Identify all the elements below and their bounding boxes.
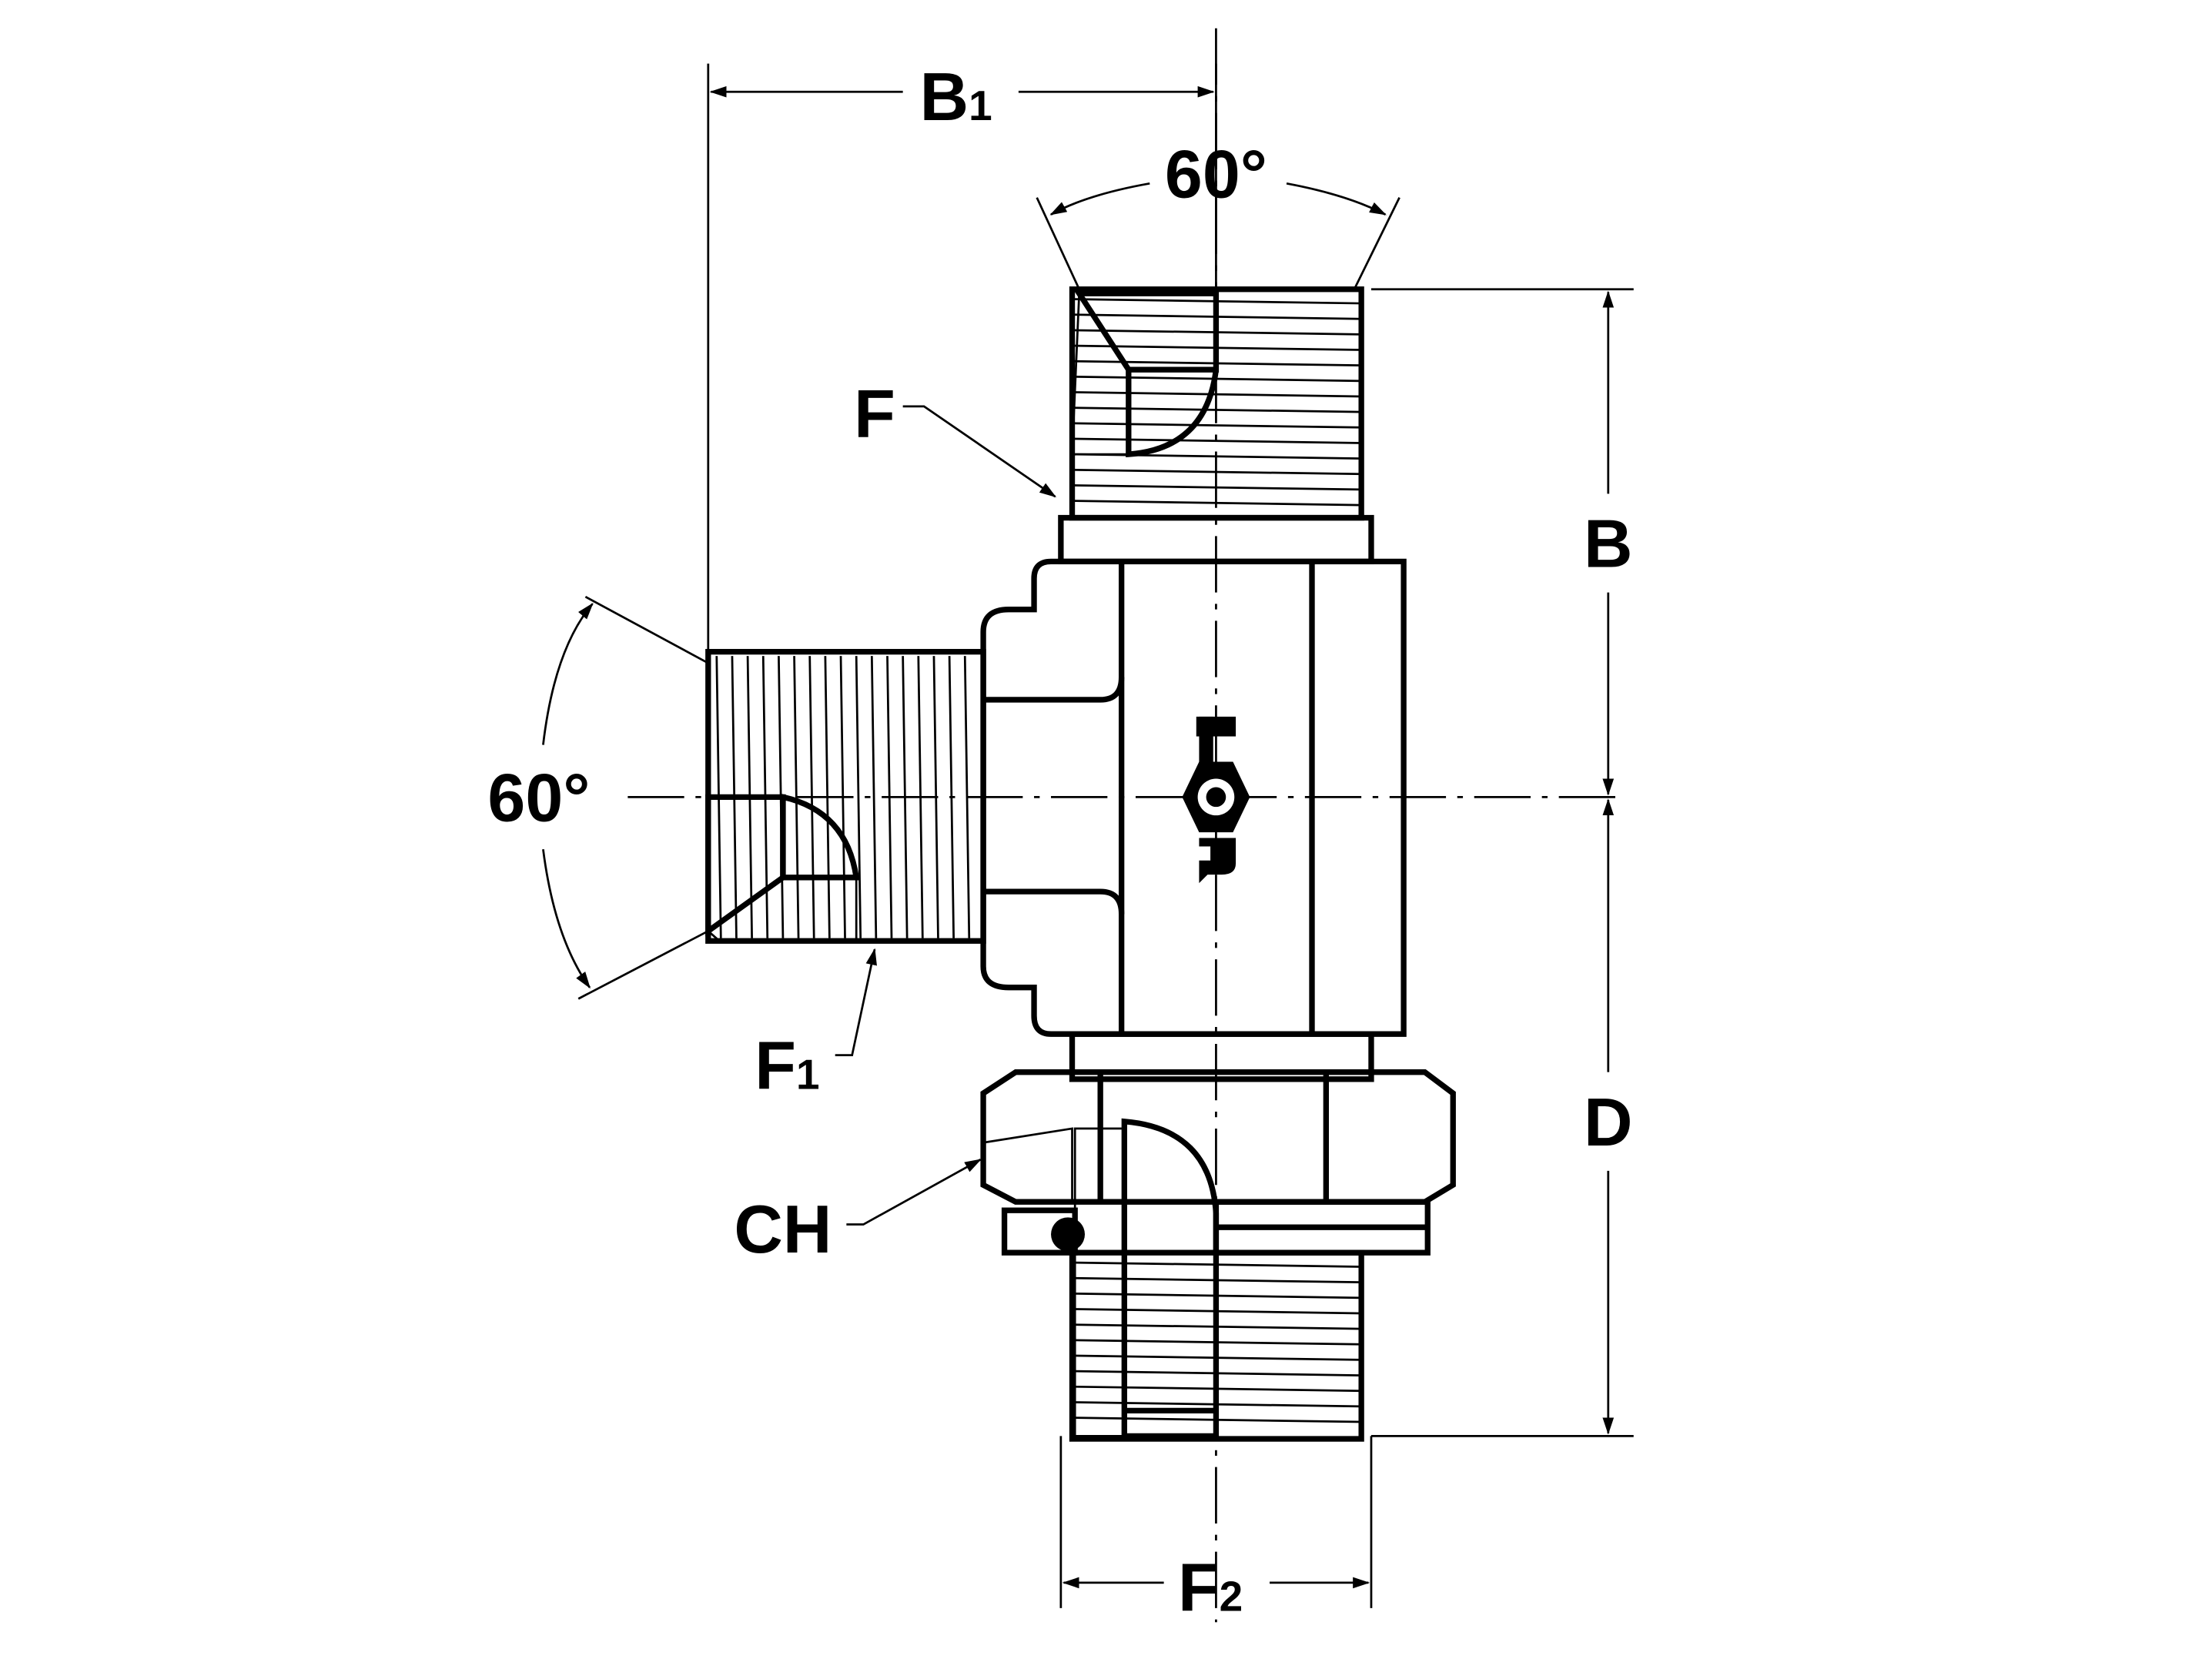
- thread-line: [870, 656, 878, 938]
- label-f2: F2: [1178, 1550, 1243, 1626]
- label-angle-left: 60°: [487, 760, 590, 836]
- label-f: F: [854, 376, 895, 452]
- label-b: B: [1584, 506, 1633, 582]
- thread-line: [932, 656, 939, 938]
- for-logo: [1182, 716, 1250, 884]
- label-ch: CH: [734, 1191, 832, 1267]
- label-d: D: [1584, 1084, 1633, 1160]
- dimension-lines: [542, 63, 1634, 1608]
- thread-line: [886, 656, 893, 938]
- thread-line: [902, 656, 909, 938]
- thread-line: [963, 656, 971, 938]
- thread-line: [1072, 484, 1362, 491]
- label-f1: F1: [755, 1028, 819, 1104]
- side-male-thread: [705, 648, 986, 944]
- thread-line: [855, 656, 862, 938]
- label-b1: B1: [920, 59, 992, 135]
- thread-line: [1072, 391, 1362, 398]
- lower-stud-end: [980, 1031, 1456, 1442]
- thread-line: [1072, 500, 1362, 507]
- dimension-labels: B1 60° 60° B D F F1 CH F2: [487, 59, 1632, 1626]
- thread-line: [948, 656, 955, 938]
- thread-line: [793, 656, 800, 938]
- thread-line: [839, 656, 846, 938]
- thread-line: [1072, 468, 1362, 476]
- label-angle-top: 60°: [1165, 136, 1267, 212]
- thread-line: [1072, 437, 1362, 444]
- thread-line: [808, 656, 815, 938]
- thread-line: [917, 656, 924, 938]
- tee-body: [980, 558, 1407, 1037]
- thread-line: [1072, 422, 1362, 429]
- thread-line: [1072, 406, 1362, 413]
- thread-line: [824, 656, 831, 938]
